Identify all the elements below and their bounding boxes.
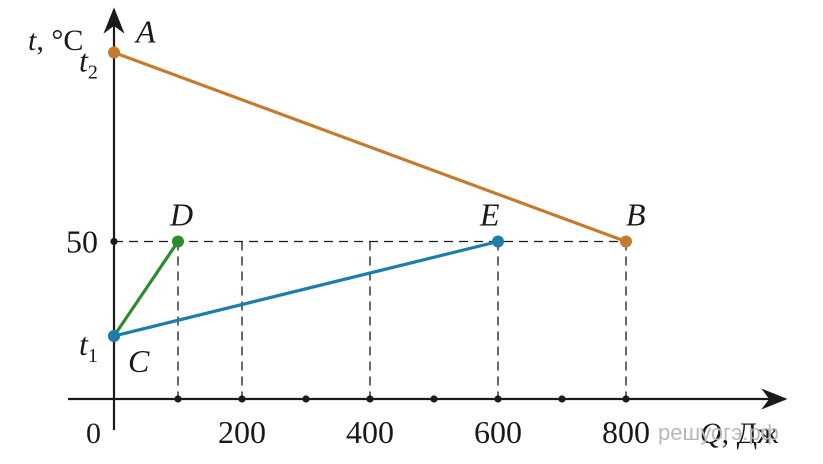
point-label-B: B <box>626 197 646 233</box>
x-tick-dot-500 <box>430 395 438 403</box>
x-axis-variable: Q <box>700 417 722 450</box>
y-tick-variable: t <box>79 43 89 79</box>
x-tick-label-800: 800 <box>602 414 650 450</box>
watermark: решуогэ.рф <box>658 420 779 445</box>
x-tick-dot-100 <box>174 395 182 403</box>
point-B-c57a2c <box>620 235 632 248</box>
y-tick-subscript: 1 <box>88 345 98 367</box>
x-tick-label-600: 600 <box>474 414 522 450</box>
point-label-D: D <box>169 197 193 233</box>
dashed-guides <box>114 240 627 399</box>
y-tick-label-50: 50 <box>66 224 98 260</box>
x-tick-label-400: 400 <box>346 414 394 450</box>
x-axis-title: Q, Дж <box>700 417 778 450</box>
x-tick-dot-400 <box>366 395 374 403</box>
segment-CD <box>112 239 180 338</box>
y-tick-dot-50 <box>110 237 118 246</box>
x-tick-dot-300 <box>302 395 310 403</box>
x-axis-unit: , Дж <box>722 417 778 450</box>
point-A-c57a2c <box>108 46 120 59</box>
series-lines <box>108 46 632 342</box>
point-label-A: A <box>134 14 156 50</box>
axis-ticks <box>110 237 630 403</box>
y-tick-subscript: 2 <box>88 62 98 84</box>
x-tick-label-200: 200 <box>218 414 266 450</box>
point-C-1f7ea8 <box>108 330 120 342</box>
segment-CE <box>112 239 500 338</box>
point-D-2a8c2a <box>172 235 184 248</box>
origin-label: 0 <box>86 417 101 450</box>
y-tick-variable: t <box>79 326 89 362</box>
x-tick-dot-700 <box>558 395 566 403</box>
y-tick-label-t1: t1 <box>79 326 98 367</box>
y-tick-label-t2: t2 <box>79 43 98 84</box>
point-label-C: C <box>128 343 150 379</box>
point-E-1f7ea8 <box>492 235 504 248</box>
y-axis-unit: , °C <box>36 24 83 57</box>
x-tick-dot-600 <box>494 395 502 403</box>
segment-AB <box>112 50 628 244</box>
x-tick-dot-200 <box>238 395 246 403</box>
x-tick-dot-800 <box>622 395 630 403</box>
y-axis-variable: t <box>28 24 37 57</box>
point-label-E: E <box>479 197 500 233</box>
y-axis-title: t, °C <box>28 24 83 57</box>
